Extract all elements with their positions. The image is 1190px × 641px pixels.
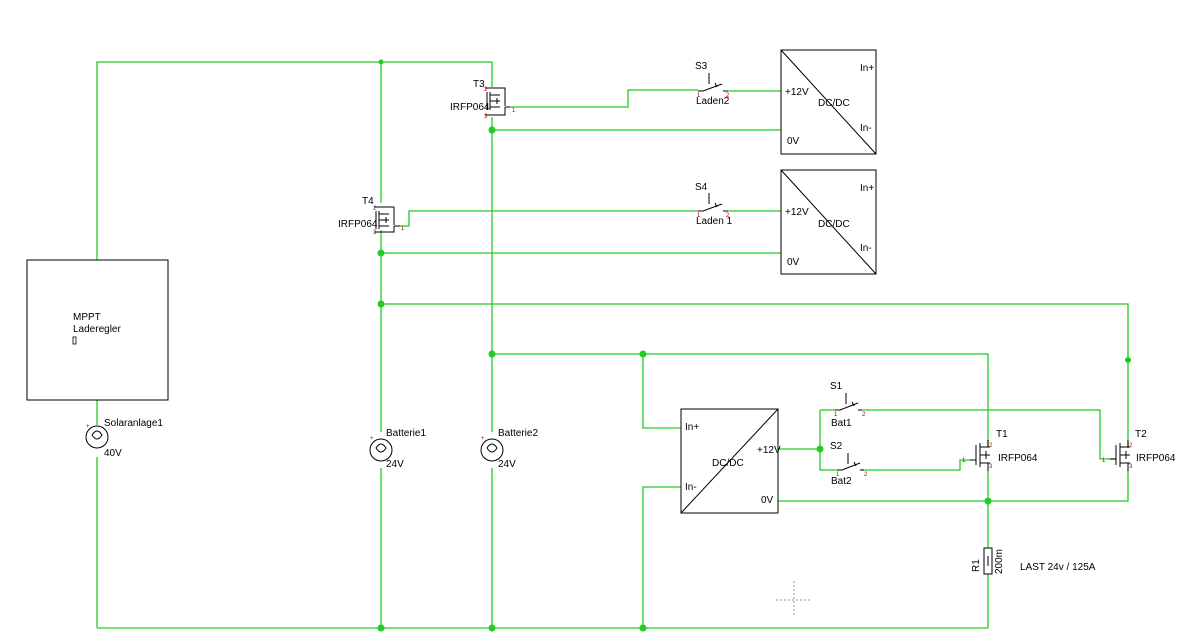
svg-text:3: 3 <box>989 464 993 470</box>
source-solar[interactable]: + Solaranlage1 40V <box>85 418 163 459</box>
junction-dots <box>377 59 1131 632</box>
t3-name: T3 <box>473 79 485 90</box>
dc1-out-pos: +12V <box>785 87 809 98</box>
t3-type: IRFP064 <box>450 102 490 113</box>
s1-label: Bat1 <box>831 418 852 429</box>
dc1-in-neg: In- <box>860 123 872 134</box>
svg-text:1: 1 <box>697 213 701 219</box>
batterie1-name: Batterie1 <box>386 428 426 439</box>
r1-value: 200m <box>994 549 1005 574</box>
svg-text:2: 2 <box>862 412 866 418</box>
dc2-label: DC/DC <box>818 219 850 230</box>
r1-name: R1 <box>971 559 982 572</box>
dc2-in-neg: In- <box>860 243 872 254</box>
dc3-out-pos: +12V <box>757 445 781 456</box>
solar-value: 40V <box>104 448 122 459</box>
dc2-out-pos: +12V <box>785 207 809 218</box>
t4-type: IRFP064 <box>338 219 378 230</box>
svg-text:2: 2 <box>484 87 488 93</box>
s2-label: Bat2 <box>831 476 852 487</box>
s2-name: S2 <box>830 441 843 452</box>
mppt-controller[interactable]: MPPT Laderegler <box>26 259 169 401</box>
svg-text:3: 3 <box>484 114 488 120</box>
mppt-label-line1: MPPT <box>73 312 101 323</box>
batterie2-value: 24V <box>498 459 516 470</box>
dc1-in-pos: In+ <box>860 63 874 74</box>
s3-label: Laden2 <box>696 96 730 107</box>
mosfet-t3[interactable]: T3 IRFP064 2 3 1 <box>450 79 516 120</box>
svg-text:1: 1 <box>834 412 838 418</box>
switch-s4[interactable]: S4 Laden 1 1 2 <box>695 182 733 227</box>
svg-text:1: 1 <box>512 108 516 114</box>
svg-text:2: 2 <box>989 443 993 449</box>
mppt-label-line2: Laderegler <box>73 324 121 335</box>
source-batterie1[interactable]: + Batterie1 24V <box>369 428 426 470</box>
batterie2-name: Batterie2 <box>498 428 538 439</box>
t2-type: IRFP064 <box>1136 453 1176 464</box>
mosfet-t1[interactable]: T1 IRFP064 2 3 1 <box>962 429 1038 471</box>
svg-text:+: + <box>481 436 485 442</box>
load-label: LAST 24v / 125A <box>1020 562 1096 573</box>
mosfet-t4[interactable]: T4 IRFP064 2 3 1 <box>338 196 405 236</box>
source-batterie2[interactable]: + Batterie2 24V <box>480 428 538 470</box>
s4-label: Laden 1 <box>696 216 733 227</box>
dc2-out-neg: 0V <box>787 257 800 268</box>
dc1-label: DC/DC <box>818 98 850 109</box>
dcdc-converter-1[interactable]: +12V 0V In+ In- DC/DC <box>780 49 877 155</box>
dc3-out-neg: 0V <box>761 495 774 506</box>
svg-text:2: 2 <box>726 93 730 99</box>
t4-name: T4 <box>362 196 374 207</box>
solar-name: Solaranlage1 <box>104 418 163 429</box>
batterie1-value: 24V <box>386 459 404 470</box>
mosfet-t2[interactable]: T2 IRFP064 2 3 1 <box>1102 429 1176 471</box>
svg-text:+: + <box>370 436 374 442</box>
svg-text:1: 1 <box>836 472 840 478</box>
s1-name: S1 <box>830 381 843 392</box>
resistor-r1[interactable]: R1 200m LAST 24v / 125A <box>971 547 1096 575</box>
mppt-pin-marker <box>72 336 77 345</box>
t1-type: IRFP064 <box>998 453 1038 464</box>
s4-name: S4 <box>695 182 708 193</box>
dc3-in-pos: In+ <box>685 422 699 433</box>
svg-text:1: 1 <box>697 93 701 99</box>
switch-s1[interactable]: S1 Bat1 1 2 <box>830 381 866 429</box>
wires <box>96 61 1129 629</box>
svg-text:3: 3 <box>1129 464 1133 470</box>
svg-text:3: 3 <box>373 230 377 236</box>
svg-text:2: 2 <box>864 472 868 478</box>
dcdc-converter-3[interactable]: In+ In- +12V 0V DC/DC <box>680 408 781 514</box>
dc2-in-pos: In+ <box>860 183 874 194</box>
t2-name: T2 <box>1135 429 1147 440</box>
svg-text:2: 2 <box>373 206 377 212</box>
svg-text:1: 1 <box>401 226 405 232</box>
svg-text:2: 2 <box>1129 443 1133 449</box>
dc3-in-neg: In- <box>685 482 697 493</box>
dc3-label: DC/DC <box>712 458 744 469</box>
svg-text:+: + <box>86 424 90 430</box>
crosshair-cursor-icon <box>776 581 812 617</box>
dcdc-converter-2[interactable]: +12V 0V In+ In- DC/DC <box>780 169 877 275</box>
switch-s3[interactable]: S3 Laden2 1 2 <box>695 61 730 107</box>
svg-text:2: 2 <box>726 213 730 219</box>
svg-text:1: 1 <box>962 458 966 464</box>
svg-text:1: 1 <box>1102 458 1106 464</box>
switch-s2[interactable]: S2 Bat2 1 2 <box>830 441 868 487</box>
t1-name: T1 <box>996 429 1008 440</box>
dc1-out-neg: 0V <box>787 136 800 147</box>
s3-name: S3 <box>695 61 708 72</box>
